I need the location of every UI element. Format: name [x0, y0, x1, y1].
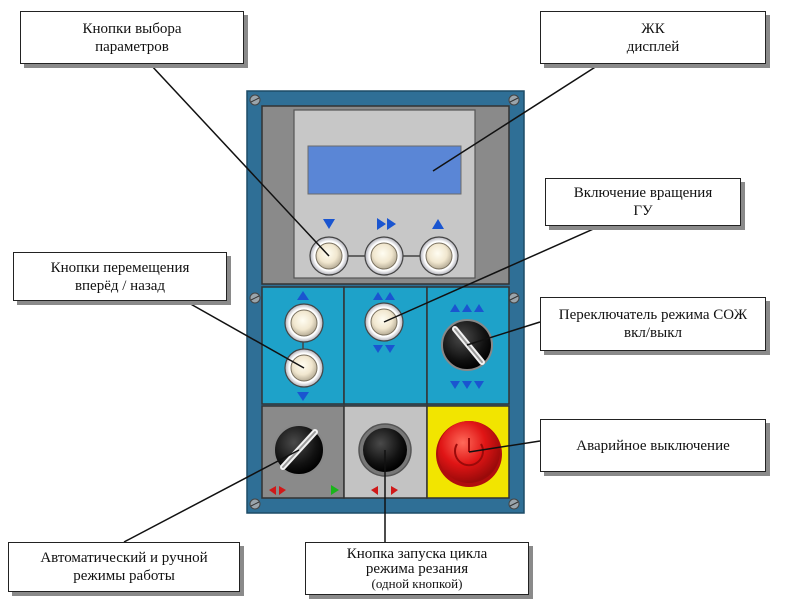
- callout-line: дисплей: [626, 38, 680, 55]
- callout-line: ГУ: [633, 203, 653, 219]
- callout-line: вперёд / назад: [74, 277, 166, 294]
- jog-forward-button[interactable]: [284, 303, 324, 343]
- emergency-stop-button[interactable]: [436, 421, 502, 487]
- callout-estop: Аварийное выключение: [540, 419, 766, 472]
- callout-line: вкл/выкл: [624, 325, 682, 341]
- callout-mode: Автоматический и ручной режимы работы: [8, 542, 240, 592]
- callout-coolant: Переключатель режима СОЖ вкл/выкл: [540, 297, 766, 351]
- cycle-arrows-icon: [371, 486, 398, 495]
- triangle-up-icon: [373, 292, 395, 300]
- callout-line: параметров: [95, 38, 169, 55]
- callout-line: режима резания: [365, 560, 469, 577]
- callout-cycle: Кнопка запуска цикла режима резания (одн…: [305, 542, 529, 595]
- mode-arrows-icon: [269, 485, 339, 495]
- triangle-up-icon: [297, 291, 309, 300]
- callout-spindle: Включение вращения ГУ: [545, 178, 741, 226]
- leader-lines: [123, 63, 644, 543]
- callout-line: Кнопки перемещения: [50, 259, 190, 276]
- triangle-up-icon: [432, 219, 444, 229]
- callout-line: режимы работы: [73, 568, 175, 584]
- screw-icon: [249, 94, 520, 510]
- callout-param-buttons: Кнопки выбора параметров: [20, 11, 244, 64]
- callout-lcd: ЖК дисплей: [540, 11, 766, 64]
- triangle-down-icon: [373, 345, 395, 353]
- param-button-3[interactable]: [419, 236, 459, 276]
- triangle-down-icon: [297, 392, 309, 401]
- triangle-up-icon: [450, 304, 484, 312]
- callout-line: Включение вращения: [573, 185, 713, 201]
- callout-line: Кнопка запуска цикла: [346, 545, 488, 562]
- callout-line: Кнопки выбора: [82, 20, 182, 37]
- param-button-2[interactable]: [364, 236, 404, 276]
- callout-line: Аварийное выключение: [576, 437, 730, 454]
- callout-line: (одной кнопкой): [371, 575, 463, 591]
- callout-line: Автоматический и ручной: [40, 550, 208, 566]
- lcd-screen: [307, 145, 462, 195]
- callout-jog: Кнопки перемещения вперёд / назад: [13, 252, 227, 301]
- callout-line: Переключатель режима СОЖ: [558, 307, 748, 323]
- triangle-down-icon: [450, 381, 484, 389]
- callout-line: ЖК: [641, 20, 665, 37]
- double-triangle-right-icon: [377, 218, 396, 230]
- triangle-down-icon: [323, 219, 335, 229]
